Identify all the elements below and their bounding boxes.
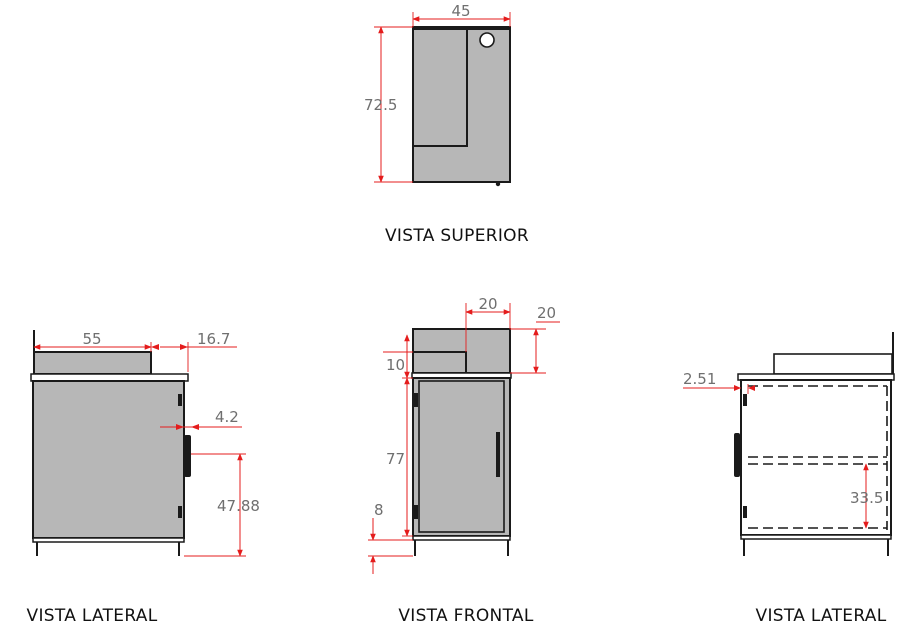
left-overhang-value: 16.7 [197, 330, 230, 348]
left-side-view: 55 16.7 4.2 47.88 VISTA LATERAL [27, 330, 260, 626]
front-door [418, 380, 505, 533]
left-overhang-arrow-b [180, 344, 188, 350]
top-view-label: VISTA SUPERIOR [385, 226, 529, 246]
right-base-rail [740, 534, 892, 540]
front-view-label: VISTA FRONTAL [398, 606, 534, 626]
left-handle [184, 435, 191, 477]
left-hinge-top [178, 394, 182, 406]
front-hinge-top [414, 393, 418, 407]
right-top-offset-arrow-b [748, 385, 755, 391]
right-hinge-bottom [743, 506, 747, 518]
left-handle-offset-arrow-a [176, 424, 184, 430]
right-top-offset-arrow-a [734, 385, 741, 391]
right-side-view: 2.51 33.5 VISTA LATERAL [683, 332, 895, 626]
left-handle-height-value: 47.88 [217, 497, 260, 515]
right-top-offset-value: 2.51 [683, 370, 716, 388]
left-handle-offset-arrow-b [191, 424, 199, 430]
faucet-hole-icon [479, 32, 495, 48]
left-base-rail [32, 537, 185, 543]
top-view: 45 72.5 VISTA SUPERIOR [364, 2, 529, 246]
front-sink-width-value: 20 [478, 295, 497, 313]
front-leg-height-value: 8 [374, 501, 384, 519]
right-shelf-height-value: 33.5 [850, 489, 883, 507]
front-view: 20 20 10 77 8 VISTA FRONTAL [368, 295, 560, 626]
right-side-view-label: VISTA LATERAL [756, 606, 887, 626]
front-top-thickness-value: 10 [386, 356, 405, 374]
right-handle [734, 433, 740, 477]
top-view-knob [495, 181, 501, 187]
left-side-view-label: VISTA LATERAL [27, 606, 158, 626]
front-backsplash-value: 20 [537, 304, 556, 322]
front-base-rail [412, 535, 511, 541]
top-view-body [412, 26, 511, 183]
right-sink-basin [773, 353, 893, 375]
front-handle [496, 432, 500, 477]
left-overhang-arrow-a [151, 344, 159, 350]
left-hinge-bottom [178, 506, 182, 518]
left-sink-basin [33, 351, 152, 375]
top-view-sink-outline [413, 29, 468, 147]
left-countertop [30, 373, 189, 382]
left-handle-offset-value: 4.2 [215, 408, 239, 426]
left-sink-width-value: 55 [82, 330, 101, 348]
top-depth-value: 72.5 [364, 96, 397, 114]
front-sink-basin [412, 351, 467, 374]
front-cabinet-height-value: 77 [386, 450, 405, 468]
top-width-value: 45 [451, 2, 470, 20]
right-hinge-top [743, 394, 747, 406]
front-hinge-bottom [414, 505, 418, 519]
left-cabinet-body [32, 380, 185, 539]
